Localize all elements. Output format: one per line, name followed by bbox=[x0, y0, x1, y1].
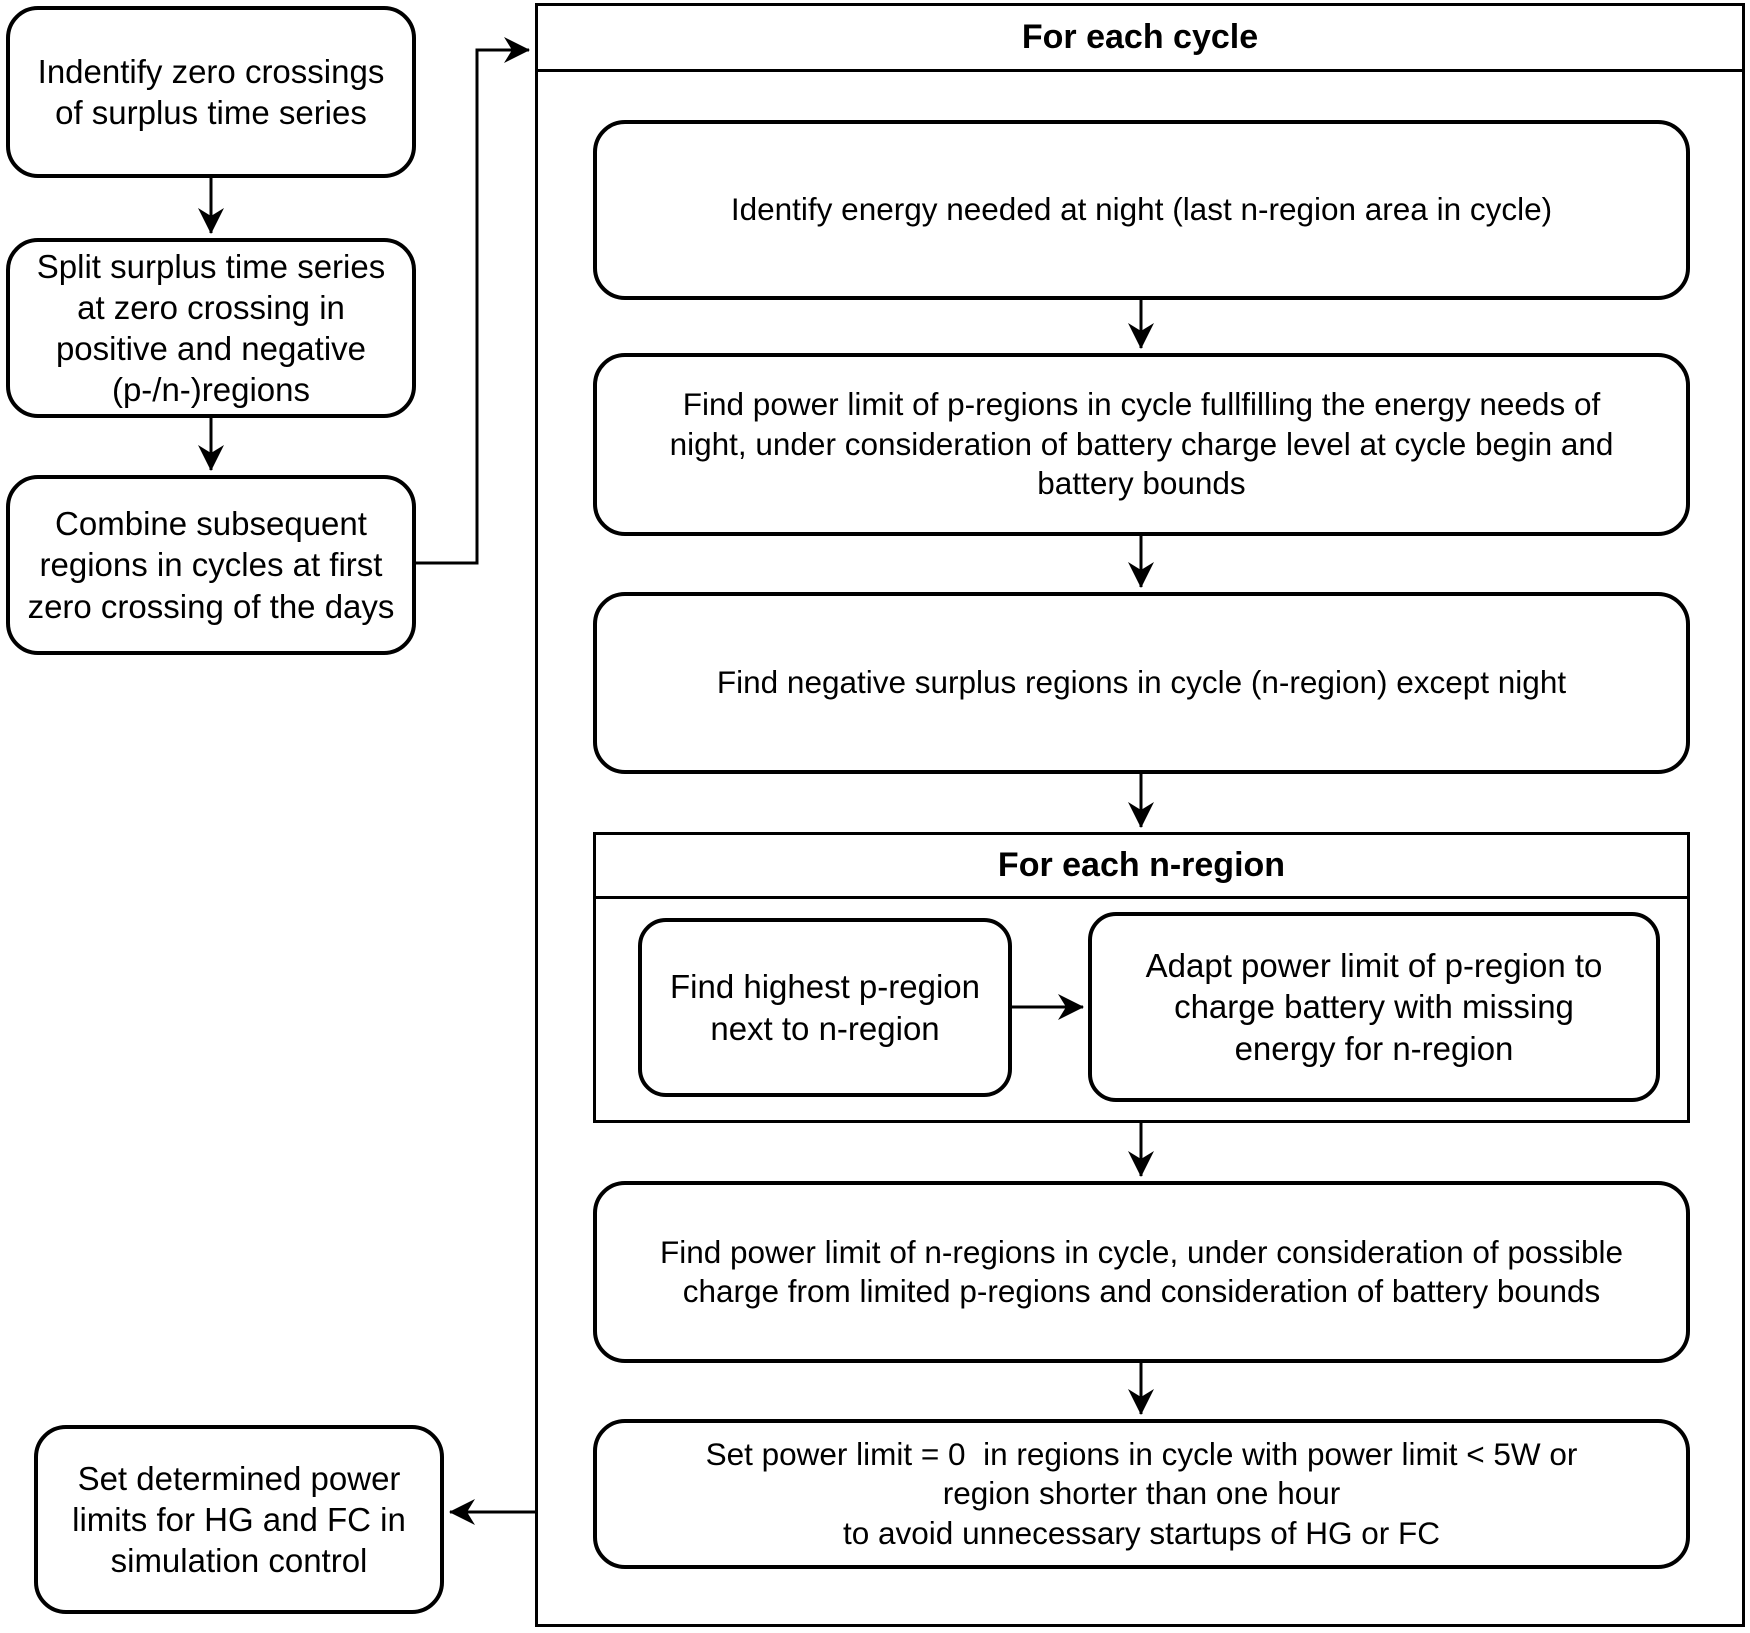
step-identify-zero-crossings: Indentify zero crossings of surplus time… bbox=[6, 6, 416, 178]
step-find-n-region-power-limit: Find power limit of n-regions in cycle, … bbox=[593, 1181, 1690, 1363]
step-find-p-region-power-limit: Find power limit of p-regions in cycle f… bbox=[593, 353, 1690, 536]
step-set-determined-power-limits-label: Set determined power limits for HG and F… bbox=[72, 1459, 406, 1580]
step-set-power-limit-zero: Set power limit = 0 in regions in cycle … bbox=[593, 1419, 1690, 1569]
step-adapt-power-limit-label: Adapt power limit of p-region to charge … bbox=[1145, 947, 1603, 1067]
step-find-highest-p-region-label: Find highest p-region next to n-region bbox=[669, 968, 981, 1047]
step-find-negative-surplus-regions: Find negative surplus regions in cycle (… bbox=[593, 592, 1690, 774]
step-find-highest-p-region: Find highest p-region next to n-region bbox=[638, 918, 1012, 1097]
for-each-cycle-title: For each cycle bbox=[538, 6, 1742, 72]
step-identify-zero-crossings-label: Indentify zero crossings of surplus time… bbox=[37, 52, 385, 131]
step-split-surplus-series: Split surplus time series at zero crossi… bbox=[6, 238, 416, 418]
step-find-p-region-power-limit-label: Find power limit of p-regions in cycle f… bbox=[669, 386, 1614, 502]
step-combine-regions: Combine subsequent regions in cycles at … bbox=[6, 475, 416, 655]
step-split-surplus-series-label: Split surplus time series at zero crossi… bbox=[36, 247, 386, 409]
step-identify-night-energy-label: Identify energy needed at night (last n-… bbox=[730, 191, 1553, 228]
step-find-n-region-power-limit-label: Find power limit of n-regions in cycle, … bbox=[660, 1233, 1623, 1309]
for-each-n-region-title: For each n-region bbox=[596, 835, 1687, 899]
step-set-power-limit-zero-label: Set power limit = 0 in regions in cycle … bbox=[705, 1435, 1578, 1551]
step-adapt-power-limit: Adapt power limit of p-region to charge … bbox=[1088, 912, 1660, 1102]
step-combine-regions-label: Combine subsequent regions in cycles at … bbox=[27, 505, 395, 625]
step-identify-night-energy: Identify energy needed at night (last n-… bbox=[593, 120, 1690, 300]
step-find-negative-surplus-regions-label: Find negative surplus regions in cycle (… bbox=[716, 664, 1567, 701]
arrow-combine-to-cycle-loop bbox=[416, 37, 530, 565]
step-set-determined-power-limits: Set determined power limits for HG and F… bbox=[34, 1425, 444, 1614]
